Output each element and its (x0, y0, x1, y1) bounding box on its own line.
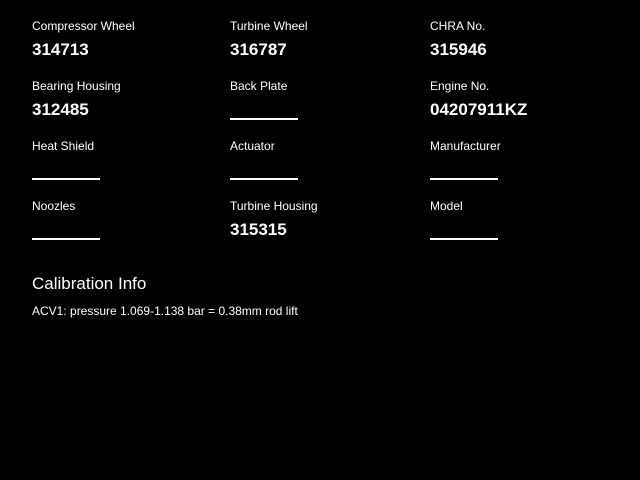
field-chra-no: CHRA No. 315946 (430, 19, 632, 79)
field-label-chra-no: CHRA No. (430, 19, 486, 33)
field-compressor-wheel: Compressor Wheel 314713 (32, 19, 230, 79)
field-value-bearing-housing[interactable]: 312485 (32, 100, 89, 119)
calibration-section: Calibration Info ACV1: pressure 1.069-1.… (32, 274, 640, 318)
field-heat-shield: Heat Shield (32, 139, 230, 199)
field-label-turbine-housing: Turbine Housing (230, 199, 318, 213)
field-value-back-plate[interactable] (230, 100, 298, 120)
field-value-heat-shield[interactable] (32, 160, 100, 180)
field-turbine-housing: Turbine Housing 315315 (230, 199, 430, 259)
field-value-chra-no[interactable]: 315946 (430, 40, 487, 59)
field-noozles: Noozles (32, 199, 230, 259)
calibration-title: Calibration Info (32, 274, 147, 293)
field-value-turbine-wheel[interactable]: 316787 (230, 40, 287, 59)
field-value-model[interactable] (430, 220, 498, 240)
field-label-noozles: Noozles (32, 199, 76, 213)
field-value-actuator[interactable] (230, 160, 298, 180)
field-actuator: Actuator (230, 139, 430, 199)
field-model: Model (430, 199, 632, 259)
field-label-model: Model (430, 199, 463, 213)
field-label-engine-no: Engine No. (430, 79, 490, 93)
calibration-line: ACV1: pressure 1.069-1.138 bar = 0.38mm … (32, 304, 298, 318)
field-bearing-housing: Bearing Housing 312485 (32, 79, 230, 139)
field-label-turbine-wheel: Turbine Wheel (230, 19, 308, 33)
field-label-manufacturer: Manufacturer (430, 139, 501, 153)
field-label-bearing-housing: Bearing Housing (32, 79, 121, 93)
field-value-compressor-wheel[interactable]: 314713 (32, 40, 89, 59)
field-label-heat-shield: Heat Shield (32, 139, 95, 153)
fields-grid: Compressor Wheel 314713 Turbine Wheel 31… (32, 19, 632, 259)
field-label-compressor-wheel: Compressor Wheel (32, 19, 135, 33)
field-manufacturer: Manufacturer (430, 139, 632, 199)
field-engine-no: Engine No. 04207911KZ (430, 79, 632, 139)
field-turbine-wheel: Turbine Wheel 316787 (230, 19, 430, 79)
field-value-noozles[interactable] (32, 220, 100, 240)
field-label-back-plate: Back Plate (230, 79, 288, 93)
field-value-engine-no[interactable]: 04207911KZ (430, 100, 528, 119)
field-label-actuator: Actuator (230, 139, 275, 153)
field-back-plate: Back Plate (230, 79, 430, 139)
field-value-manufacturer[interactable] (430, 160, 498, 180)
field-value-turbine-housing[interactable]: 315315 (230, 220, 287, 239)
